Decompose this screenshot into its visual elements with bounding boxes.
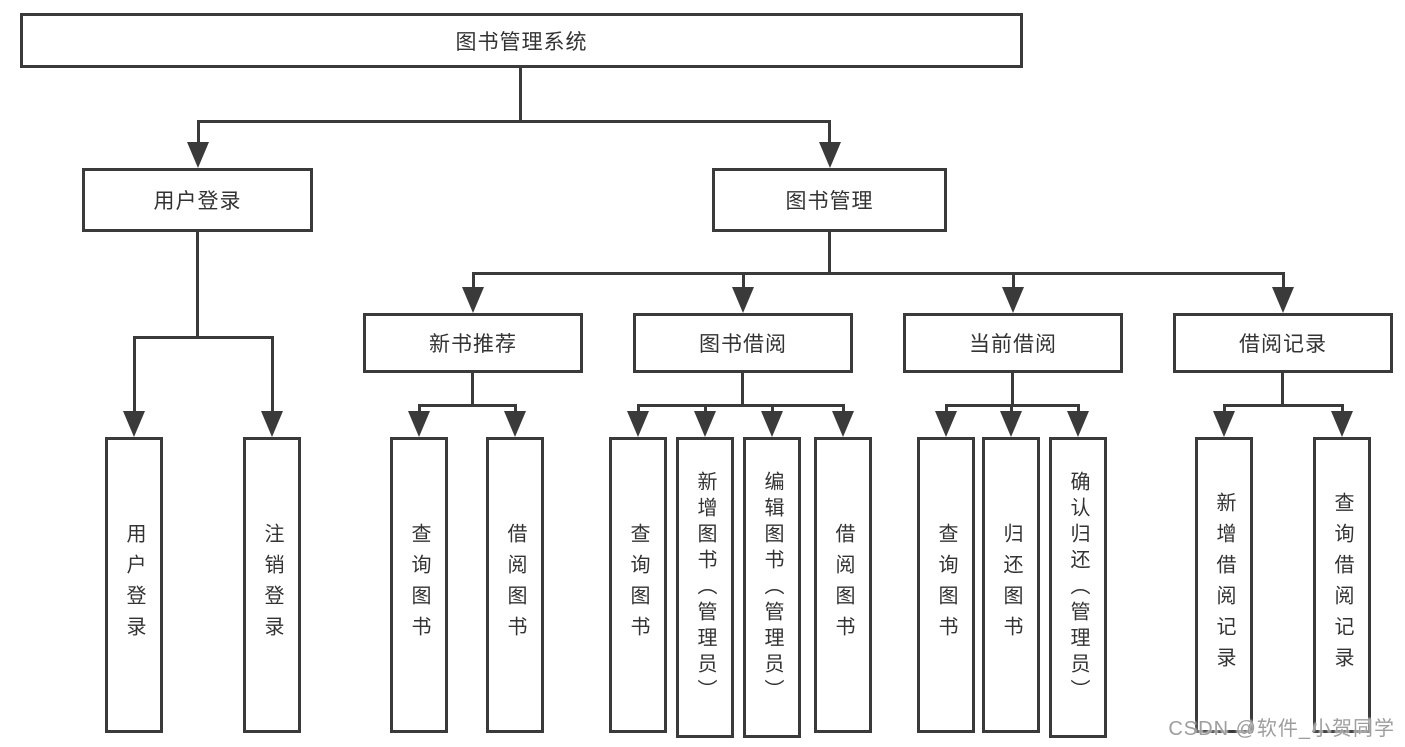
connector-segment — [741, 373, 744, 407]
leaf-borrow-books: 借阅图书 — [814, 437, 872, 733]
node-label: 借阅图书 — [504, 523, 526, 647]
node-label: 借阅图书 — [832, 523, 854, 647]
leaf-add-borrow-record: 新增借阅记录 — [1195, 437, 1253, 733]
connector-segment — [742, 272, 745, 292]
node-label: 查询借阅记录 — [1331, 492, 1353, 678]
node-current-borrowing: 当前借阅 — [903, 313, 1123, 373]
node-label: 用户登录 — [123, 523, 145, 647]
leaf-confirm-return-admin: 确认归还（管理员） — [1049, 437, 1107, 738]
arrowhead-down-icon — [627, 411, 649, 437]
connector-segment — [418, 404, 517, 407]
node-label: 注销登录 — [261, 523, 283, 647]
arrowhead-down-icon — [694, 411, 716, 437]
connector-segment — [1077, 404, 1080, 416]
arrowhead-down-icon — [1213, 411, 1235, 437]
connector-segment — [1223, 404, 1226, 416]
node-label: 查询图书 — [935, 523, 957, 647]
connector-segment — [945, 404, 948, 416]
arrowhead-down-icon — [935, 411, 957, 437]
arrowhead-down-icon — [761, 411, 783, 437]
connector-segment — [1010, 404, 1013, 416]
node-label: 新增借阅记录 — [1213, 492, 1235, 678]
node-label: 归还图书 — [1000, 523, 1022, 647]
node-label: 当前借阅 — [969, 333, 1057, 356]
leaf-query-books-borrowing: 查询图书 — [609, 437, 667, 733]
connector-segment — [471, 373, 474, 407]
connector-segment — [133, 336, 273, 339]
node-user-login: 用户登录 — [82, 168, 313, 232]
connector-segment — [1341, 404, 1344, 416]
csdn-watermark: CSDN @软件_小贺同学 — [1168, 718, 1395, 740]
connector-segment — [196, 232, 199, 338]
leaf-query-borrow-record: 查询借阅记录 — [1313, 437, 1371, 733]
connector-segment — [704, 404, 707, 416]
node-label: 新书推荐 — [429, 333, 517, 356]
connector-segment — [1282, 272, 1285, 292]
arrowhead-down-icon — [819, 142, 841, 168]
connector-segment — [472, 272, 1285, 275]
node-label: 查询图书 — [408, 523, 430, 647]
leaf-query-books-recommend: 查询图书 — [390, 437, 448, 733]
node-label: 图书管理 — [785, 190, 874, 213]
arrowhead-down-icon — [261, 411, 283, 437]
node-label: 确认归还（管理员） — [1067, 470, 1089, 705]
connector-segment — [472, 272, 475, 292]
leaf-add-books-admin: 新增图书（管理员） — [676, 437, 734, 738]
connector-segment — [418, 404, 421, 416]
arrowhead-down-icon — [123, 411, 145, 437]
node-label: 查询图书 — [627, 523, 649, 647]
arrowhead-down-icon — [1067, 411, 1089, 437]
node-borrowing-records: 借阅记录 — [1173, 313, 1393, 373]
node-root-system: 图书管理系统 — [20, 13, 1023, 68]
node-label: 借阅记录 — [1239, 333, 1327, 356]
node-label: 图书借阅 — [699, 333, 787, 356]
connector-segment — [197, 120, 200, 146]
arrowhead-down-icon — [1000, 411, 1022, 437]
connector-segment — [1012, 272, 1015, 292]
leaf-return-books: 归还图书 — [982, 437, 1040, 733]
connector-segment — [637, 404, 845, 407]
connector-segment — [771, 404, 774, 416]
leaf-edit-books-admin: 编辑图书（管理员） — [743, 437, 801, 738]
leaf-logout: 注销登录 — [243, 437, 301, 733]
node-label: 图书管理系统 — [455, 30, 588, 54]
connector-segment — [842, 404, 845, 416]
connector-segment — [271, 336, 274, 416]
connector-segment — [197, 120, 831, 123]
connector-segment — [1223, 404, 1344, 407]
node-label: 编辑图书（管理员） — [761, 470, 783, 705]
arrowhead-down-icon — [1272, 287, 1294, 313]
arrowhead-down-icon — [832, 411, 854, 437]
connector-segment — [637, 404, 640, 416]
arrowhead-down-icon — [732, 287, 754, 313]
arrowhead-down-icon — [1002, 287, 1024, 313]
arrowhead-down-icon — [1331, 411, 1353, 437]
leaf-query-books-current: 查询图书 — [917, 437, 975, 733]
arrowhead-down-icon — [504, 411, 526, 437]
connector-segment — [1281, 373, 1284, 407]
leaf-borrow-books-recommend: 借阅图书 — [486, 437, 544, 733]
connector-segment — [1011, 373, 1014, 407]
arrowhead-down-icon — [462, 287, 484, 313]
connector-segment — [828, 120, 831, 146]
connector-segment — [519, 68, 522, 122]
connector-segment — [828, 232, 831, 275]
node-label: 新增图书（管理员） — [694, 470, 716, 705]
node-label: 用户登录 — [153, 190, 242, 213]
connector-segment — [133, 336, 136, 416]
arrowhead-down-icon — [408, 411, 430, 437]
node-new-book-recommend: 新书推荐 — [363, 313, 583, 373]
connector-segment — [514, 404, 517, 416]
arrowhead-down-icon — [187, 142, 209, 168]
node-book-management: 图书管理 — [712, 168, 947, 232]
leaf-user-login: 用户登录 — [105, 437, 163, 733]
node-book-borrowing: 图书借阅 — [633, 313, 853, 373]
